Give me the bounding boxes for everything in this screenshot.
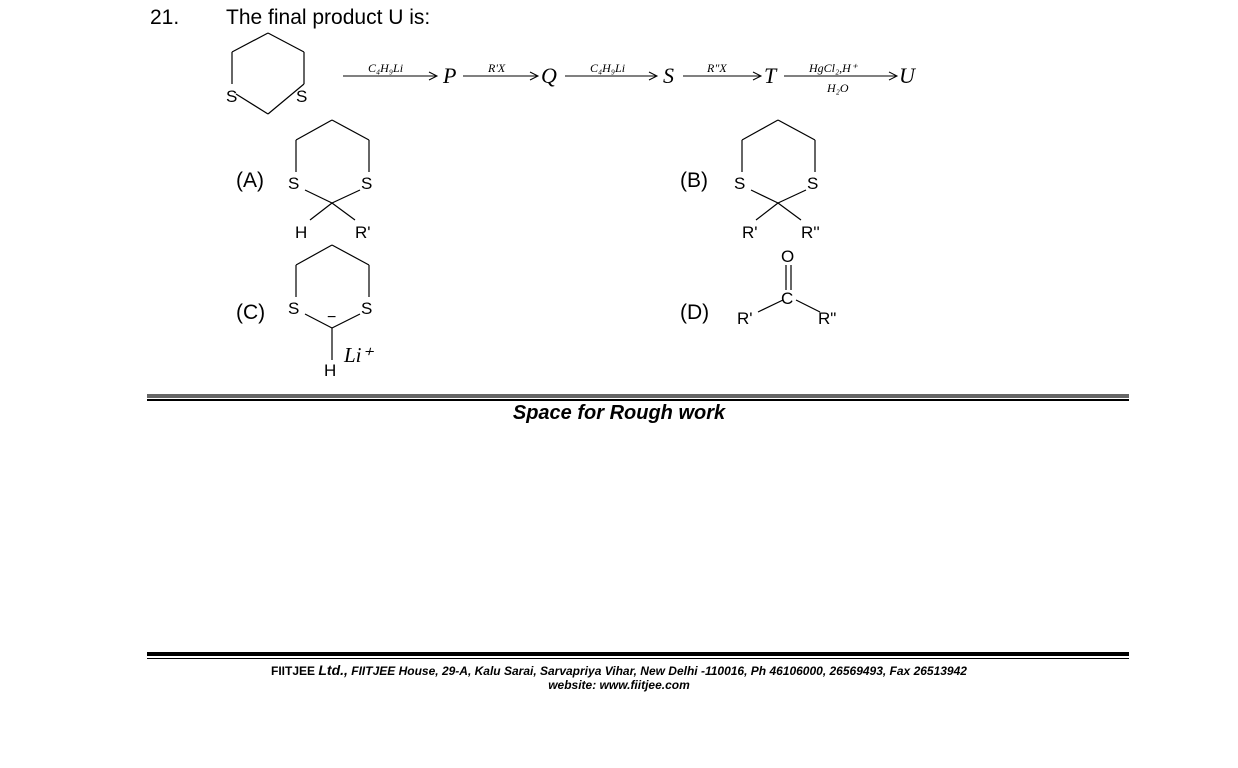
rough-work-divider xyxy=(147,399,1129,401)
option-c-sulfur-1: S xyxy=(288,299,299,318)
option-c-negative-charge: − xyxy=(327,309,336,326)
option-b-sulfur-1: S xyxy=(734,174,745,193)
question-text: The final product U is: xyxy=(226,6,431,29)
reagent-butyllithium-2: C₄H₉Li xyxy=(590,61,625,75)
option-b-r-prime: R' xyxy=(742,223,758,242)
final-product-u: U xyxy=(899,63,917,88)
rough-work-divider-shadow xyxy=(147,394,1129,398)
reagent-alkyl-halide-1: R'X xyxy=(487,61,506,75)
intermediate-p: P xyxy=(442,63,456,88)
option-b-label[interactable]: (B) xyxy=(680,169,708,192)
starting-dithiane-structure xyxy=(231,32,305,115)
footer-divider-thin xyxy=(147,658,1129,659)
option-d-label[interactable]: (D) xyxy=(680,301,710,324)
option-a-label[interactable]: (A) xyxy=(236,169,264,192)
option-a-structure xyxy=(295,119,370,221)
option-a-r-prime: R' xyxy=(355,223,371,242)
option-d-structure xyxy=(757,265,821,313)
option-c-lithium-ion: Li⁺ xyxy=(343,343,375,367)
footer-ltd: Ltd., xyxy=(318,662,348,678)
intermediate-t: T xyxy=(764,63,778,88)
footer-divider-thick xyxy=(147,652,1129,656)
footer-address-line: FIITJEE Ltd., FIITJEE House, 29-A, Kalu … xyxy=(0,662,1238,678)
option-d-carbon: C xyxy=(781,289,793,308)
reagent-butyllithium-1: C₄H₉Li xyxy=(368,61,403,75)
option-c-structure xyxy=(295,244,370,360)
start-sulfur-2: S xyxy=(296,87,307,106)
option-c-label[interactable]: (C) xyxy=(236,301,266,324)
option-b-structure xyxy=(741,119,816,221)
option-b-r-double-prime: R'' xyxy=(801,223,820,242)
intermediate-s: S xyxy=(663,63,674,88)
option-d-r-prime: R' xyxy=(737,309,753,328)
start-sulfur-1: S xyxy=(226,87,237,106)
footer-website[interactable]: website: www.fiitjee.com xyxy=(548,678,690,692)
reagent-alkyl-halide-2: R"X xyxy=(706,61,727,75)
option-d-r-double-prime: R" xyxy=(818,309,836,328)
option-c-sulfur-2: S xyxy=(361,299,372,318)
option-b-sulfur-2: S xyxy=(807,174,818,193)
option-a-hydrogen: H xyxy=(295,223,307,242)
option-d-oxygen: O xyxy=(781,247,794,266)
option-a-sulfur-2: S xyxy=(361,174,372,193)
reagent-water: H₂O xyxy=(826,81,849,95)
question-number: 21. xyxy=(150,6,180,29)
intermediate-q: Q xyxy=(541,63,557,88)
reaction-arrows xyxy=(343,71,899,81)
option-c-hydrogen: H xyxy=(324,361,336,380)
footer-address: FIITJEE House, 29-A, Kalu Sarai, Sarvapr… xyxy=(351,664,967,678)
footer-brand: FIITJEE xyxy=(271,664,316,678)
option-a-sulfur-1: S xyxy=(288,174,299,193)
reaction-scheme: S S C₄H₉Li P R'X Q C₄H₉Li S R"X T HgCl₂,… xyxy=(226,32,917,380)
reagent-hgcl2: HgCl₂,H⁺ xyxy=(808,61,859,75)
rough-work-heading: Space for Rough work xyxy=(512,402,726,424)
